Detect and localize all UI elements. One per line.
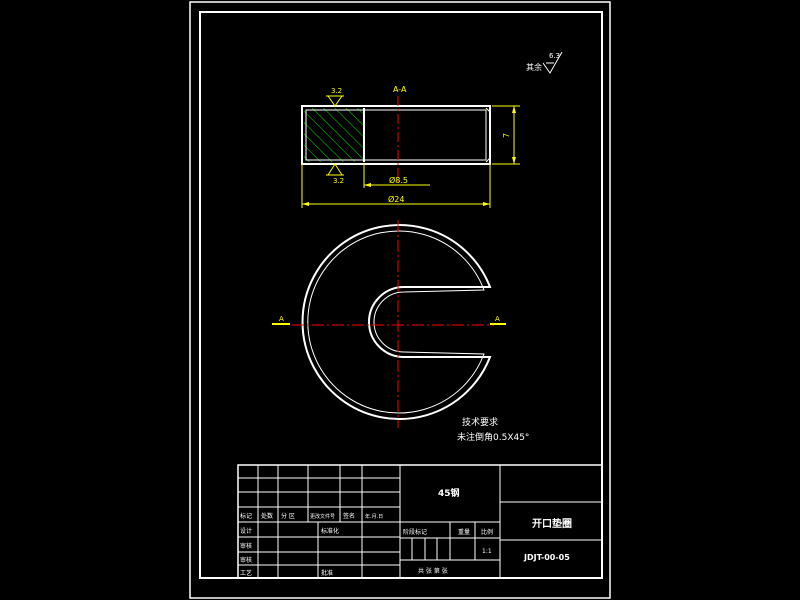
height-value: 7 <box>502 133 511 138</box>
top-finish-value: 3.2 <box>331 87 342 95</box>
cut-label-right: A <box>495 315 500 323</box>
cut-label-left: A <box>279 315 284 323</box>
bottom-finish-value: 3.2 <box>333 177 344 185</box>
label-ratio: 比例 <box>481 528 493 536</box>
material-value: 45钢 <box>438 487 460 499</box>
section-label: A-A <box>393 85 407 94</box>
top-surface-finish: 3.2 <box>326 87 344 107</box>
title-block <box>237 464 603 579</box>
cut-plane-left: A <box>272 315 290 325</box>
general-surface-finish: 其余 6.3 <box>526 51 563 74</box>
label-mark: 标记 <box>240 512 252 520</box>
plan-view <box>292 220 494 428</box>
label-standardize: 标准化 <box>321 527 339 535</box>
washer-section-outline <box>301 105 491 165</box>
label-date: 年.月.日 <box>365 513 383 520</box>
label-process: 工艺 <box>240 569 252 577</box>
general-finish-value: 6.3 <box>549 52 560 60</box>
label-signature: 签名 <box>343 512 355 520</box>
drawing-number-value: JDJT-00-05 <box>523 553 570 562</box>
washer-outline-inner <box>307 230 485 414</box>
drawing-frame <box>199 11 603 579</box>
washer-outline-outer <box>301 224 492 420</box>
label-stage-mark: 阶段标记 <box>403 528 427 536</box>
label-zone: 分 区 <box>281 512 295 520</box>
height-dimension: 7 <box>492 105 520 165</box>
title-block-labels: 标记 处数 分 区 更改文件号 签名 年.月.日 设计 标准化 审核 审核 工艺… <box>240 487 572 577</box>
tech-requirements-title: 技术要求 <box>462 416 498 428</box>
label-sheets: 共 张 第 张 <box>418 567 448 575</box>
sheet-border <box>189 1 611 599</box>
inner-diameter-value: Ø8.5 <box>389 175 408 185</box>
outer-diameter-dimension: Ø24 <box>301 164 491 208</box>
label-check: 审核 <box>240 556 252 564</box>
section-view <box>301 96 491 182</box>
bottom-surface-finish: 3.2 <box>326 163 344 185</box>
label-approve: 批准 <box>321 569 333 577</box>
hatched-section <box>304 108 364 162</box>
outer-diameter-value: Ø24 <box>388 194 404 204</box>
label-weight: 重量 <box>458 528 470 536</box>
bottom-roughness-icon <box>327 163 343 176</box>
top-roughness-icon <box>327 95 343 107</box>
label-review: 审核 <box>240 542 252 550</box>
roughness-symbol-icon <box>542 51 563 74</box>
inner-diameter-dimension: Ø8.5 <box>363 164 430 188</box>
part-name-value: 开口垫圈 <box>532 517 572 530</box>
cut-plane-right: A <box>490 315 506 325</box>
label-count: 处数 <box>261 512 273 520</box>
general-finish-prefix: 其余 <box>526 62 542 72</box>
label-change-doc: 更改文件号 <box>310 513 335 520</box>
tech-requirements-line1: 未注倒角0.5X45° <box>457 431 529 443</box>
scale-value: 1:1 <box>482 548 492 555</box>
label-design: 设计 <box>240 527 252 535</box>
